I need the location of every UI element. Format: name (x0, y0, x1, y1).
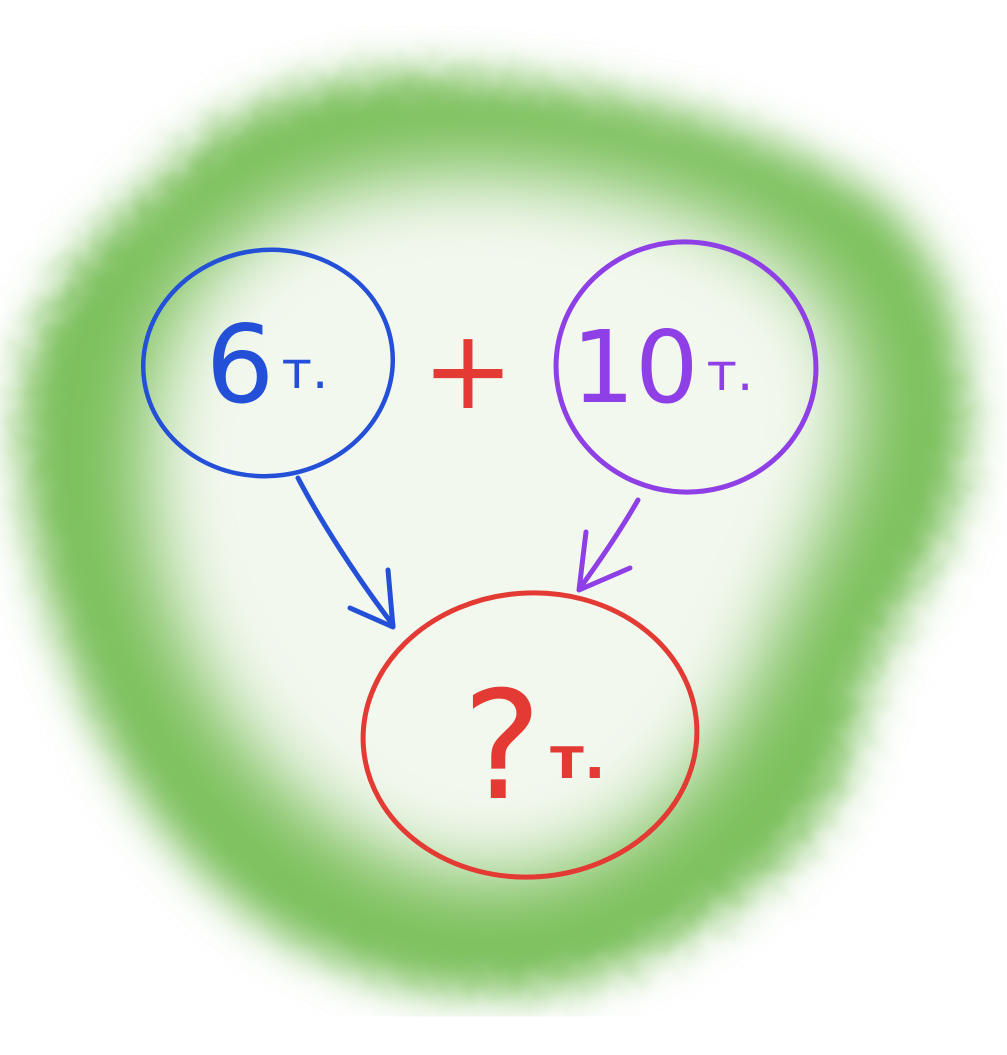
result-unit: т. (550, 724, 606, 792)
left-number: 6 (206, 303, 275, 428)
circle-left-outline (140, 247, 396, 479)
circle-right-outline (553, 239, 819, 495)
plus-operator: + (422, 306, 514, 434)
node-right: 10 т. (553, 239, 819, 495)
blob-inner-glow (147, 172, 855, 878)
arrow-right-to-result-icon (576, 497, 641, 593)
right-number: 10 (571, 309, 698, 426)
node-result: ? т. (360, 590, 700, 880)
result-number: ? (462, 660, 542, 834)
arrow-left-to-result-icon (295, 475, 396, 630)
node-left: 6 т. (140, 247, 396, 479)
right-unit: т. (707, 343, 754, 403)
circle-result-outline (360, 590, 700, 880)
left-unit: т. (282, 341, 329, 401)
